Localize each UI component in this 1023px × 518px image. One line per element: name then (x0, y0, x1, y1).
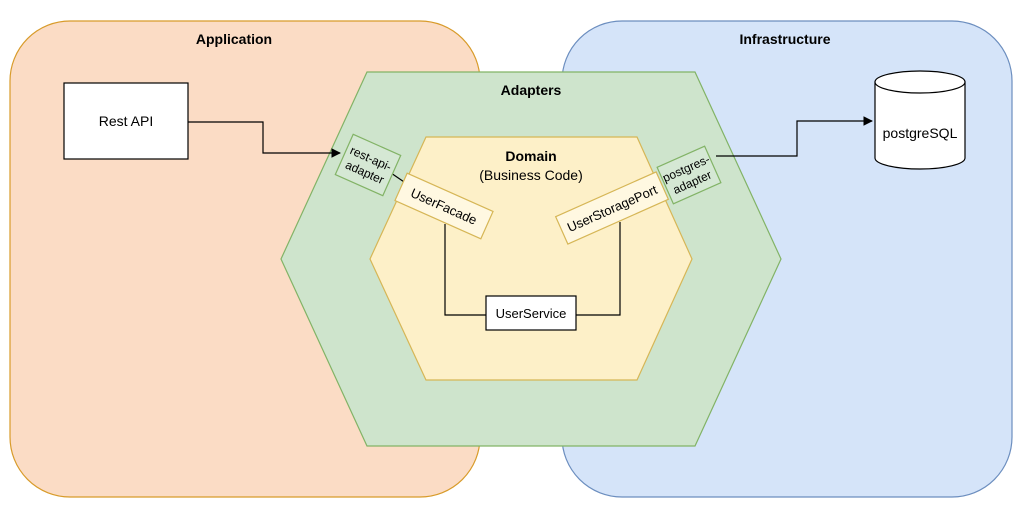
infrastructure-label: Infrastructure (739, 31, 830, 47)
database-label: postgreSQL (883, 125, 958, 141)
adapters-label: Adapters (501, 82, 562, 98)
user-service-label: UserService (496, 306, 567, 321)
connector-restapi-to-adapter (188, 121, 341, 158)
connector-service-to-port (576, 222, 621, 316)
database-cylinder-icon (874, 70, 966, 170)
postgres-adapter-box: postgres- adapter (656, 145, 722, 205)
connector-adapter-to-database (716, 116, 873, 157)
connector-facade-to-service (444, 224, 486, 316)
user-service-box (485, 295, 577, 331)
rest-api-box (63, 82, 189, 160)
domain-subtitle: (Business Code) (479, 167, 583, 183)
domain-title: Domain (505, 148, 556, 164)
rest-api-adapter-box: rest-api- adapter (334, 133, 402, 197)
rest-api-label: Rest API (99, 113, 153, 129)
application-label: Application (196, 31, 272, 47)
